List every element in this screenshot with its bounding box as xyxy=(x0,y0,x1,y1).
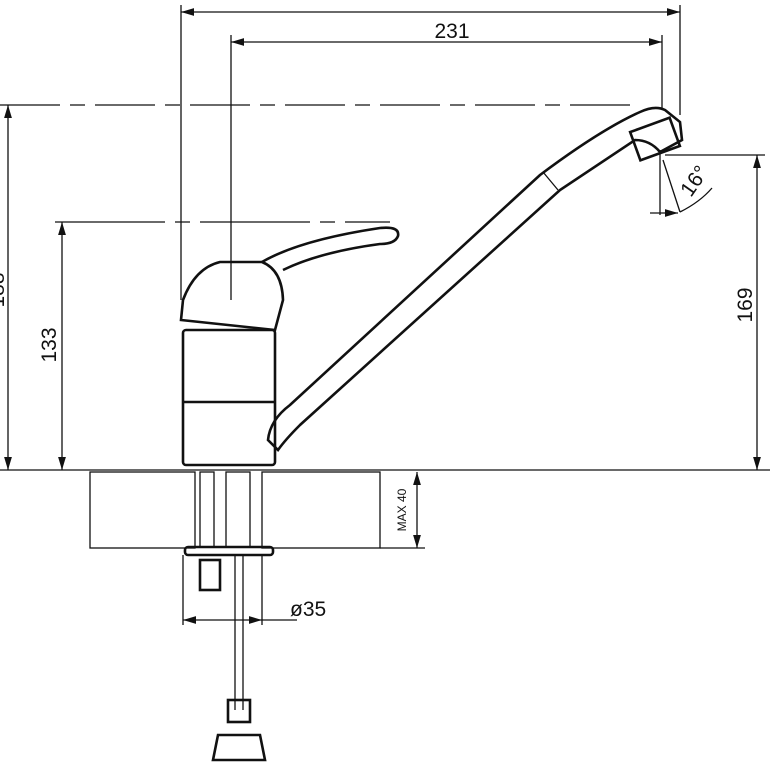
extension-lines xyxy=(0,5,765,625)
label-spout-angle: 16° xyxy=(676,162,713,201)
label-max-countertop: MAX 40 xyxy=(395,488,409,531)
label-hole-diameter: ø35 xyxy=(290,598,326,621)
label-spout-reach: 231 xyxy=(434,20,469,43)
dimension-lines xyxy=(4,8,761,624)
countertop xyxy=(0,469,770,549)
label-outlet-height: 169 xyxy=(734,287,757,322)
label-overall-height: 188 xyxy=(0,272,9,307)
faucet xyxy=(179,106,684,762)
label-lever-height: 133 xyxy=(38,327,61,362)
